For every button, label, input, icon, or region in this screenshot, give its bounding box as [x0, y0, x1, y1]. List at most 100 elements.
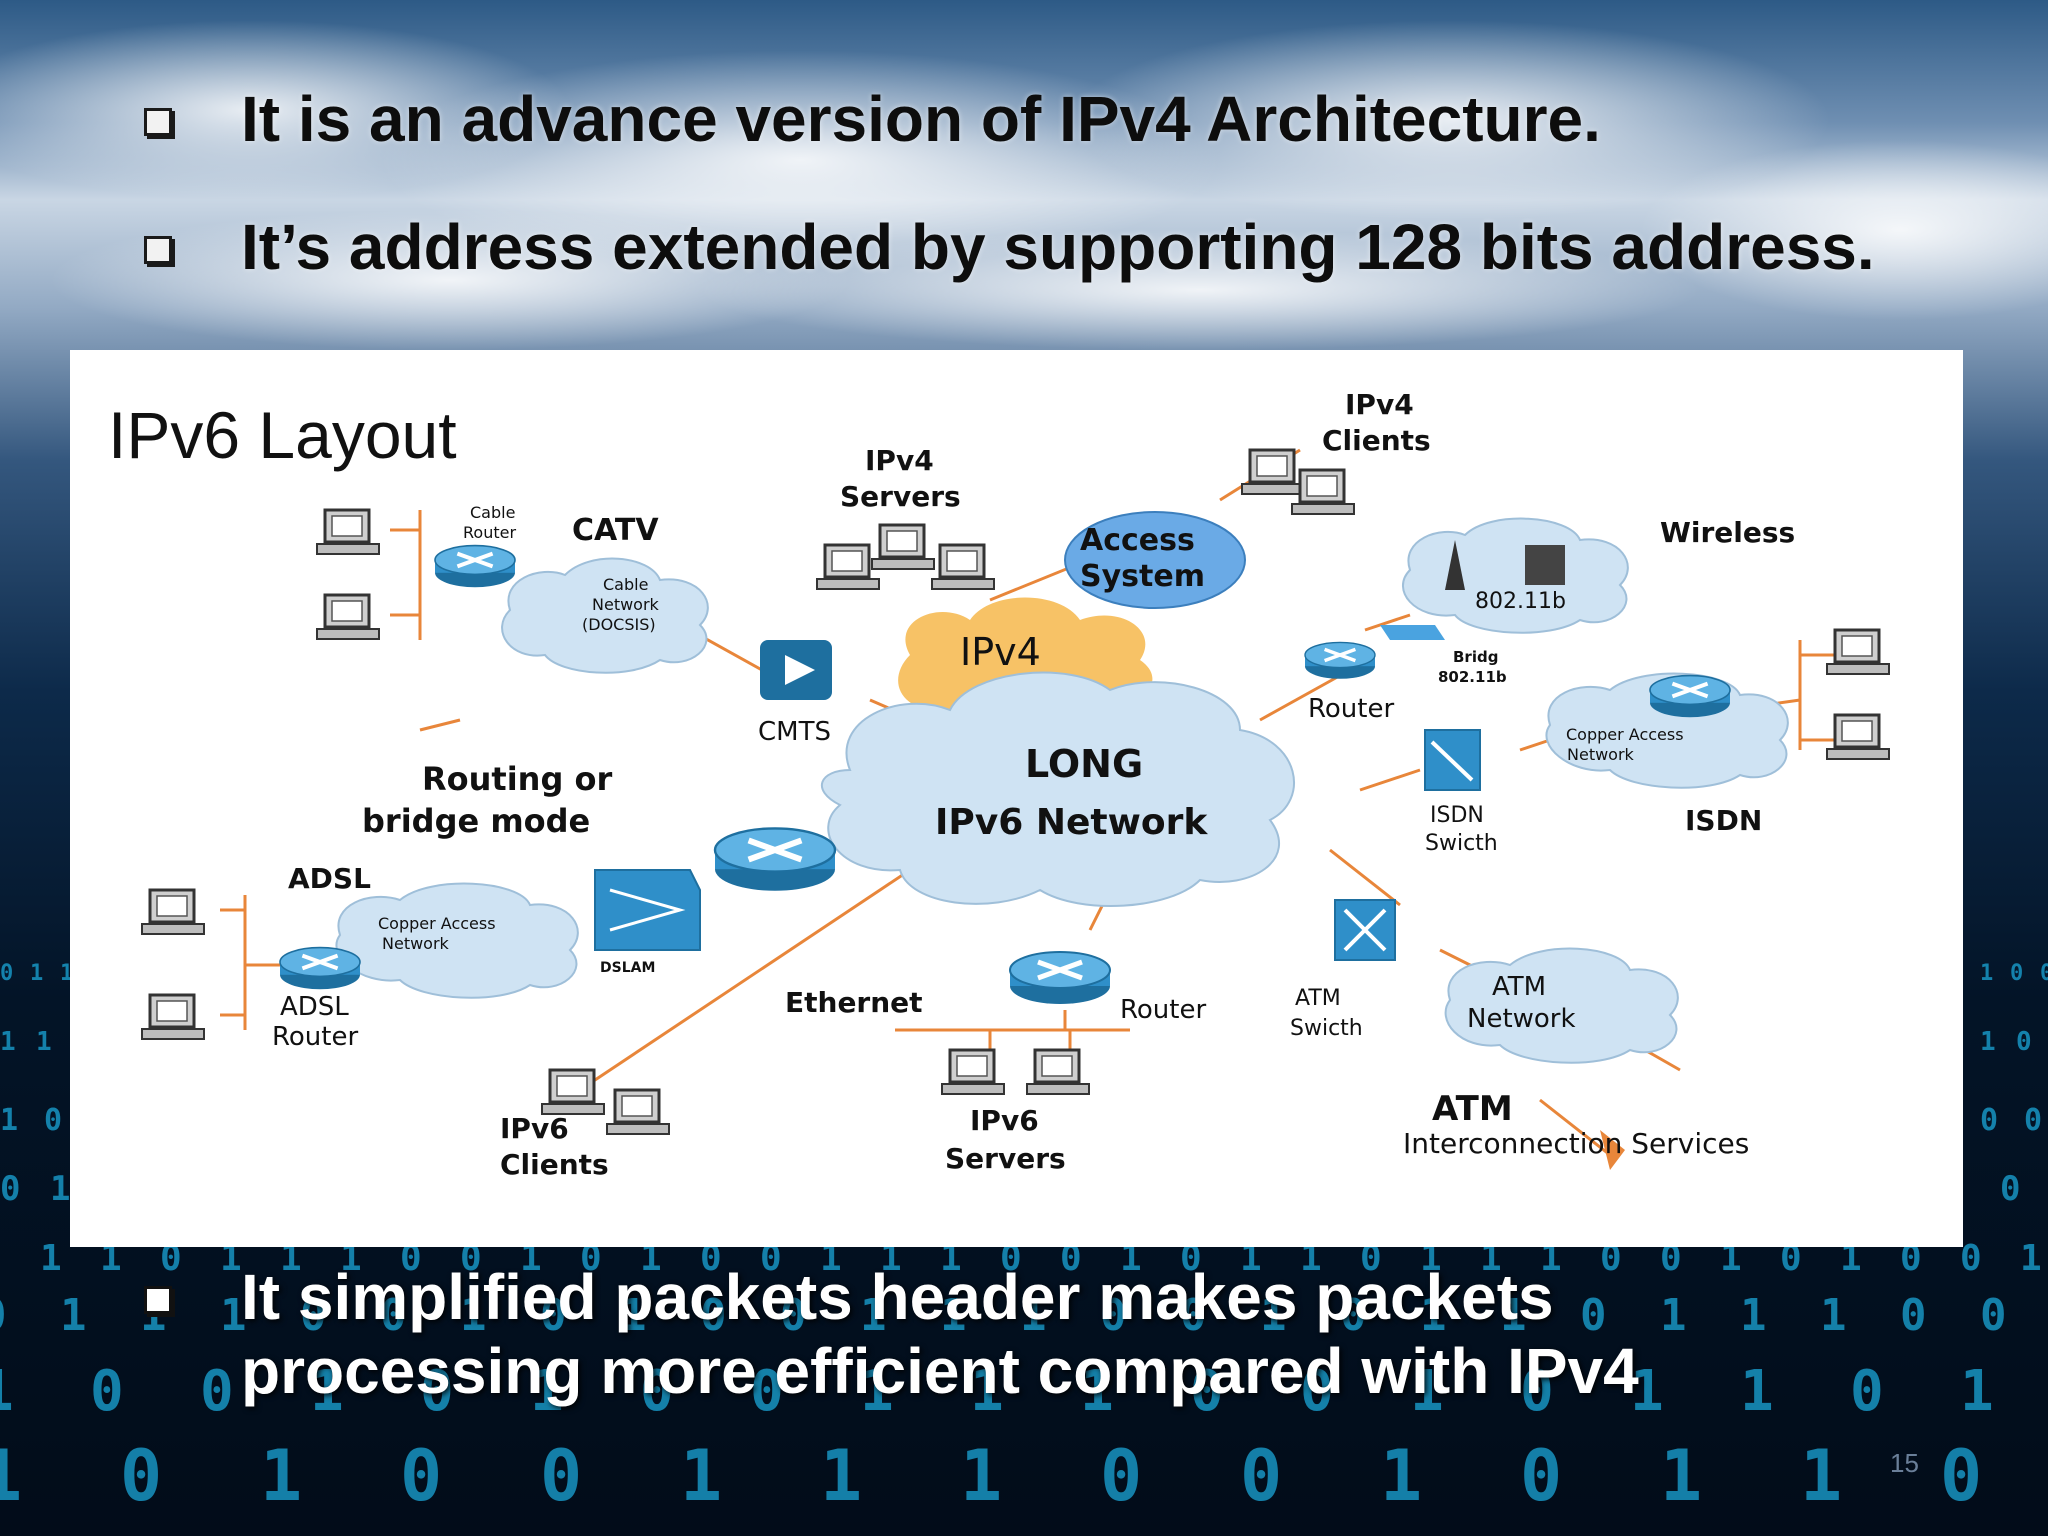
svg-text:0: 0	[1180, 1238, 1202, 1279]
ipv4-clients-label-2: Clients	[1322, 424, 1431, 457]
svg-text:1: 1	[1980, 961, 1993, 986]
bridge-label-1: Bridg	[1453, 648, 1498, 666]
wifi-label: 802.11b	[1475, 589, 1566, 614]
ipv4-clients-label-1: IPv4	[1345, 388, 1414, 421]
isdn-label: ISDN	[1685, 804, 1762, 837]
svg-text:1: 1	[220, 1238, 242, 1279]
adsl-copper-label-1: Copper Access	[378, 914, 496, 933]
core-ipv6-cloud	[820, 671, 1295, 908]
isdn-copper-label-1: Copper Access	[1566, 725, 1684, 744]
svg-text:1: 1	[1300, 1238, 1322, 1279]
svg-text:1: 1	[1630, 1359, 1664, 1424]
ipv4-cloud-label: IPv4	[960, 630, 1041, 674]
svg-text:0: 0	[1190, 1359, 1224, 1424]
svg-text:0: 0	[1580, 1290, 1607, 1341]
svg-text:1: 1	[1540, 1238, 1562, 1279]
svg-text:0: 0	[1520, 1359, 1554, 1424]
svg-text:1: 1	[1120, 1238, 1142, 1279]
svg-text:1: 1	[60, 961, 73, 986]
bullet-ipv4-advance: It is an advance version of IPv4 Archite…	[144, 82, 2044, 156]
svg-text:1: 1	[0, 1103, 18, 1138]
svg-text:0: 0	[580, 1238, 602, 1279]
bullet-simplified-header: It simplified packets header makes packe…	[144, 1260, 1844, 1408]
svg-text:0: 0	[160, 1238, 182, 1279]
bullet-text: It is an advance version of IPv4 Archite…	[241, 83, 1601, 155]
ethernet-label: Ethernet	[785, 986, 923, 1019]
svg-text:0: 0	[460, 1238, 482, 1279]
atm-services-label: Interconnection Services	[1403, 1127, 1749, 1160]
cable-network-label-1: Cable	[603, 575, 648, 594]
svg-text:1: 1	[1410, 1359, 1444, 1424]
svg-text:0: 0	[1980, 1290, 2007, 1341]
svg-text:0: 0	[90, 1359, 124, 1424]
access-label-1: Access	[1080, 523, 1195, 558]
ipv4-server-1	[815, 543, 881, 591]
ipv4-server-3	[930, 543, 996, 591]
svg-text:1: 1	[1820, 1290, 1847, 1341]
svg-text:0: 0	[700, 1290, 727, 1341]
svg-text:1: 1	[940, 1290, 967, 1341]
bridge-label-2: 802.11b	[1438, 668, 1507, 686]
svg-text:1: 1	[1480, 1238, 1502, 1279]
atm-network-label-1: ATM	[1492, 972, 1546, 1002]
svg-text:0: 0	[750, 1359, 784, 1424]
svg-text:1: 1	[680, 1435, 722, 1517]
adsl-copper-cloud	[335, 882, 579, 999]
svg-text:0: 0	[1660, 1238, 1682, 1279]
isdn-switch-label-1: ISDN	[1430, 803, 1484, 828]
adsl-pc-2	[140, 993, 206, 1041]
svg-text:0: 0	[1520, 1435, 1562, 1517]
svg-text:0: 0	[1300, 1359, 1334, 1424]
svg-text:1: 1	[220, 1290, 247, 1341]
adsl-label: ADSL	[288, 862, 371, 895]
ipv6-server-2	[1025, 1048, 1091, 1096]
core-label-2: IPv6 Network	[935, 802, 1208, 843]
svg-text:1: 1	[50, 1169, 70, 1209]
svg-text:0: 0	[1960, 1238, 1982, 1279]
adsl-router-icon	[280, 948, 360, 990]
wireless-devices-icon	[1445, 540, 1565, 590]
router-ethernet-label: Router	[1120, 995, 1206, 1025]
svg-text:1: 1	[820, 1435, 862, 1517]
svg-text:0: 0	[200, 1359, 234, 1424]
svg-text:0: 0	[1850, 1359, 1884, 1424]
ipv6-network-diagram: LONG IPv6 Network IPv4 Access System IPv…	[140, 388, 1891, 1181]
svg-text:1: 1	[940, 1238, 962, 1279]
svg-text:0: 0	[1780, 1238, 1802, 1279]
ipv6-client-2	[605, 1088, 671, 1136]
ipv4-servers-label-2: Servers	[840, 480, 961, 513]
slide-number: 15	[1890, 1448, 1919, 1478]
svg-text:0: 0	[1900, 1290, 1927, 1341]
svg-text:1: 1	[860, 1359, 894, 1424]
ipv6-clients-label-2: Clients	[500, 1148, 609, 1181]
svg-text:1: 1	[340, 1238, 362, 1279]
svg-text:1: 1	[260, 1435, 302, 1517]
svg-text:0: 0	[1100, 1435, 1142, 1517]
atm-label: ATM	[1432, 1089, 1513, 1129]
svg-text:1: 1	[620, 1290, 647, 1341]
svg-text:0: 0	[44, 1103, 62, 1138]
routing-label-1: Routing or	[422, 760, 612, 798]
svg-text:0: 0	[1100, 1290, 1127, 1341]
isdn-switch-icon	[1424, 729, 1481, 791]
svg-text:1: 1	[36, 1027, 52, 1057]
svg-text:0: 0	[2016, 1027, 2032, 1057]
svg-text:1: 1	[0, 1027, 16, 1057]
svg-text:1: 1	[60, 1290, 87, 1341]
ipv6-client-1	[540, 1068, 606, 1116]
svg-text:1: 1	[0, 1435, 22, 1517]
svg-text:0: 0	[2024, 1103, 2042, 1138]
routing-label-2: bridge mode	[362, 802, 590, 840]
isdn-pc-1	[1825, 628, 1891, 676]
svg-text:1: 1	[880, 1238, 902, 1279]
svg-text:0: 0	[120, 1435, 162, 1517]
svg-text:0: 0	[700, 1238, 722, 1279]
svg-text:0: 0	[1900, 1238, 1922, 1279]
atm-switch-icon	[1334, 899, 1396, 961]
svg-text:1: 1	[1380, 1435, 1422, 1517]
atm-network-label-2: Network	[1467, 1004, 1576, 1034]
svg-text:1: 1	[820, 1238, 842, 1279]
cable-router-label-2: Router	[463, 523, 516, 542]
svg-text:0: 0	[0, 1238, 2, 1279]
